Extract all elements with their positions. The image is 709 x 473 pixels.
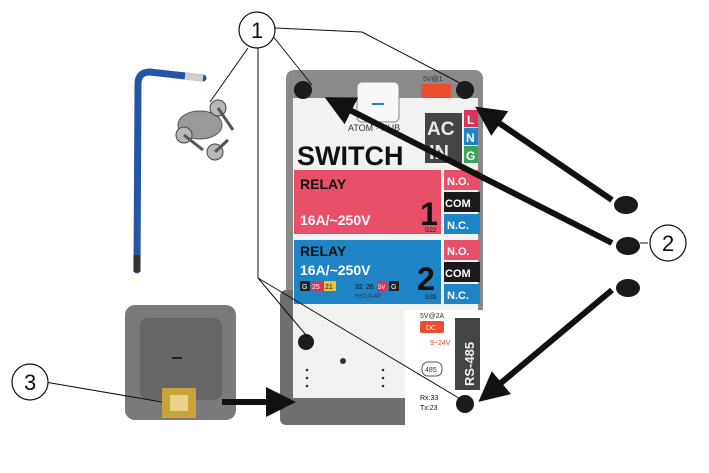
svg-text:N.C.: N.C.: [447, 290, 469, 302]
dc-badge: [421, 84, 451, 98]
relay2-title: RELAY: [300, 243, 347, 259]
relay1-gpio: G22: [425, 228, 437, 234]
svg-text:N.C.: N.C.: [447, 220, 469, 232]
rs485-section: 5V@2A DC 9~24V RS-485 485 Rx:33 Tx:23: [420, 313, 480, 412]
arrows: [222, 97, 614, 417]
callout-2: 2: [649, 224, 687, 262]
relay1-rating: 16A/~250V: [300, 212, 371, 228]
screws-icon: [175, 99, 235, 161]
svg-text:DC: DC: [426, 325, 436, 332]
svg-text:26: 26: [366, 284, 374, 291]
pin-n: [464, 128, 478, 145]
relay1-title: RELAY: [300, 176, 347, 192]
svg-text:5V@2A: 5V@2A: [420, 313, 445, 320]
brand-label: ATOM · HUB: [348, 123, 400, 133]
svg-text:G: G: [302, 284, 307, 291]
relay2-gpio: G33: [425, 295, 437, 301]
relay2-rating: 16A/~250V: [300, 262, 371, 278]
svg-text:N.O.: N.O.: [447, 246, 470, 258]
svg-text:3: 3: [24, 370, 36, 395]
svg-text:25: 25: [312, 284, 320, 291]
relay2-panel: [294, 240, 441, 304]
cover-icon: [125, 305, 236, 420]
svg-text:COM: COM: [445, 268, 471, 280]
port-pins: G 25 21 32 26 5V G HY2.0-4P: [300, 281, 399, 300]
relay2-number: 2: [417, 261, 435, 297]
svg-text:COM: COM: [445, 198, 471, 210]
relay1-panel: [294, 170, 441, 234]
svg-text:5V: 5V: [378, 285, 385, 291]
rubber-plugs-icon: [614, 196, 640, 297]
pin-l: [464, 110, 478, 127]
callout-3: 3: [11, 363, 49, 401]
contacts2: N.O. COM N.C.: [444, 240, 480, 304]
contacts1: N.O. COM N.C.: [444, 170, 480, 234]
hex-key-icon: [133, 68, 207, 274]
pin-g: [464, 146, 478, 163]
leader-lines: [44, 27, 648, 403]
ac-label: AC: [427, 119, 455, 140]
vent-dots: [305, 358, 385, 388]
svg-text:HY2.0-4P: HY2.0-4P: [355, 294, 381, 300]
relay1-number: 1: [420, 196, 438, 232]
svg-text:21: 21: [325, 284, 333, 291]
svg-text:Rx:33: Rx:33: [420, 395, 438, 402]
svg-text:1: 1: [251, 18, 263, 43]
svg-text:32: 32: [355, 284, 363, 291]
svg-text:L: L: [467, 113, 474, 127]
callout-1: 1: [238, 11, 276, 49]
svg-text:RS-485: RS-485: [462, 342, 477, 386]
svg-text:2: 2: [662, 231, 674, 256]
top-power-label: 5V@1: [423, 76, 443, 83]
svg-text:G: G: [466, 149, 475, 163]
svg-text:9~24V: 9~24V: [430, 340, 451, 347]
svg-text:N.O.: N.O.: [447, 176, 470, 188]
svg-text:N: N: [466, 131, 475, 145]
svg-text:G: G: [391, 284, 396, 291]
svg-text:Tx:23: Tx:23: [420, 405, 438, 412]
product-title: SWITCH: [297, 141, 403, 171]
corner-holes: [294, 81, 474, 413]
svg-text:485: 485: [425, 367, 437, 374]
